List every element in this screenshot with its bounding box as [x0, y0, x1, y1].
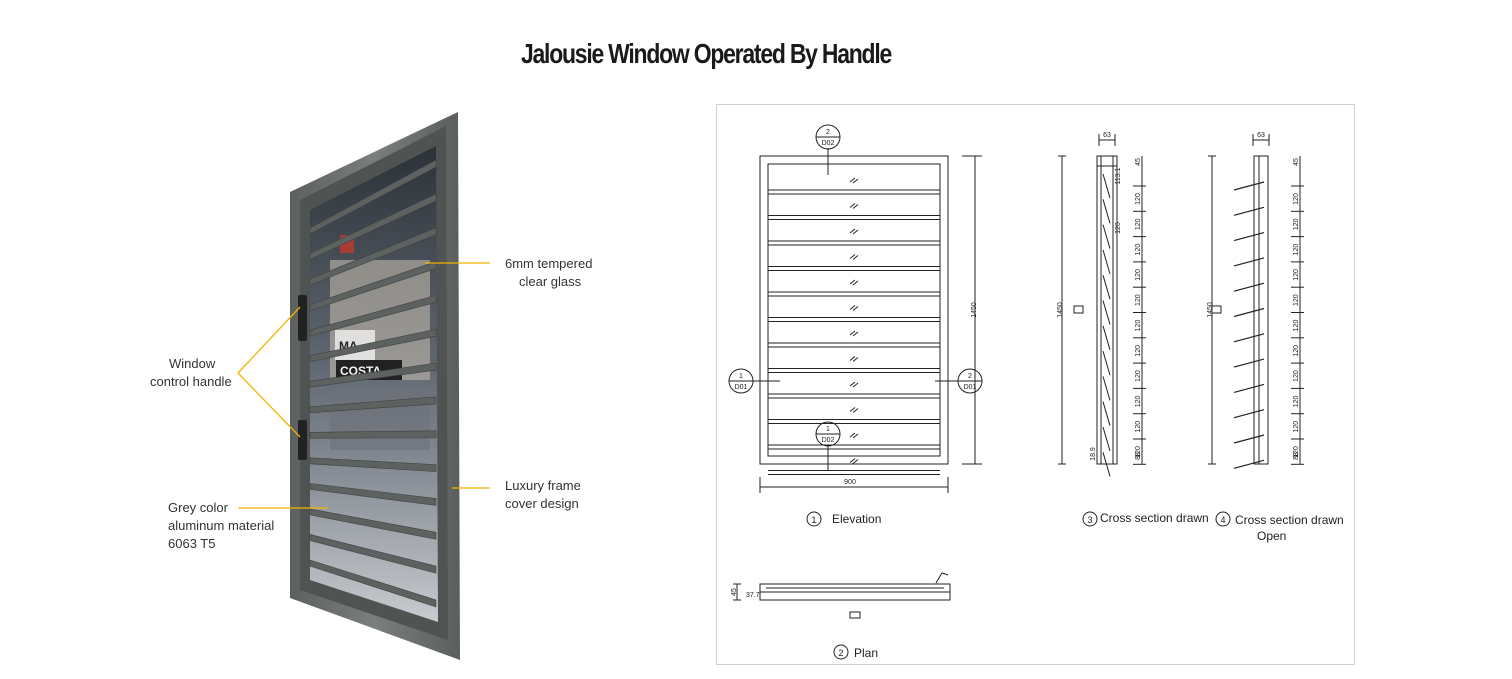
- louvre-blade: [309, 193, 437, 261]
- page-title: Jalousie Window Operated By Handle: [520, 38, 892, 69]
- technical-drawing-panel: [716, 104, 1355, 665]
- frame-label-line1: Luxury frame: [505, 478, 581, 493]
- louvre-blade: [309, 483, 437, 506]
- louvre-blade: [309, 261, 437, 312]
- upper-control-handle: [298, 295, 307, 341]
- louvre-blade: [309, 159, 437, 235]
- handle-label-line1: Window: [169, 356, 216, 371]
- glass-label-line2: clear glass: [519, 274, 582, 289]
- louvre-blade: [309, 457, 437, 472]
- frame-label-line2: cover design: [505, 496, 579, 511]
- louvre-blade: [309, 362, 437, 388]
- lower-control-handle: [298, 420, 307, 460]
- louvre-blade: [309, 559, 437, 608]
- material-label-line2: aluminum material: [168, 518, 274, 533]
- window-photo: MA COSTA 6mm tempered clear glass Window…: [150, 112, 592, 660]
- material-label-line1: Grey color: [168, 500, 229, 515]
- louvre-blades: [309, 159, 437, 608]
- louvre-blade: [309, 396, 437, 414]
- louvre-blade: [309, 227, 437, 286]
- louvre-blade: [309, 328, 437, 363]
- louvre-blade: [309, 508, 437, 540]
- louvre-blade: [309, 294, 437, 337]
- handle-label-line2: control handle: [150, 374, 232, 389]
- material-label-line3: 6063 T5: [168, 536, 215, 551]
- glass-label-line1: 6mm tempered: [505, 256, 592, 271]
- leader-lines: [237, 262, 490, 509]
- louvre-blade: [309, 534, 437, 574]
- louvre-blade: [309, 430, 437, 439]
